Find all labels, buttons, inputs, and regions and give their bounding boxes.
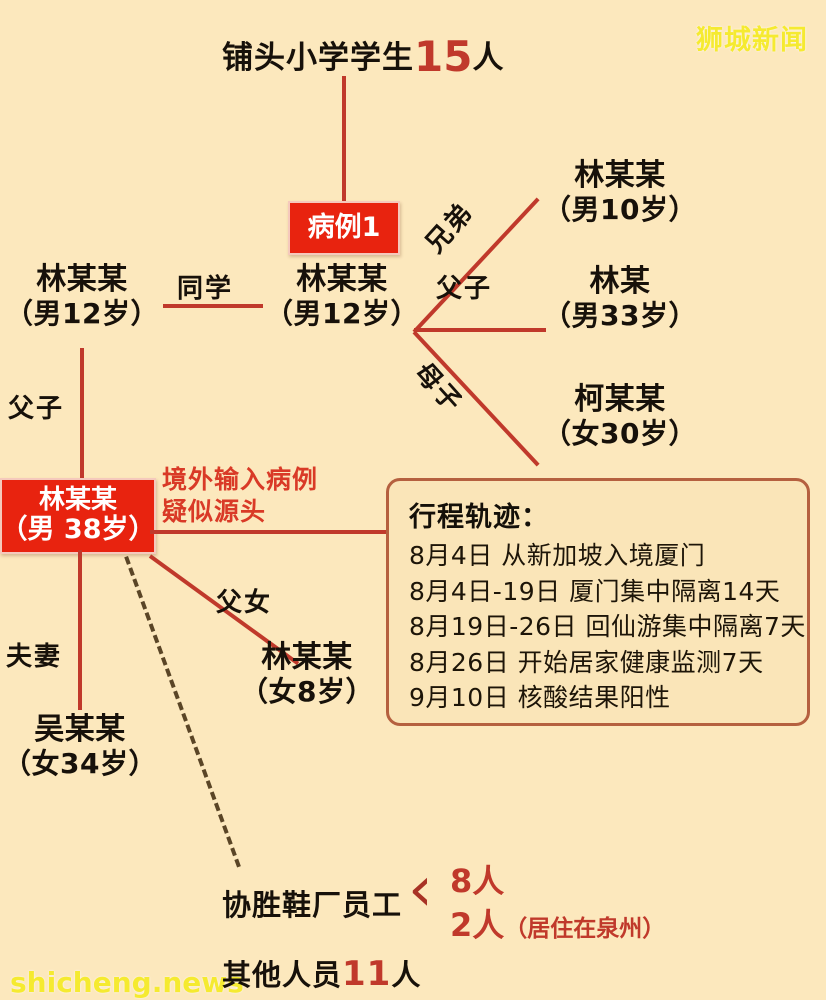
node-father: 林某 （男33岁）: [520, 264, 720, 332]
source-note-line-1: 境外输入病例: [162, 465, 319, 494]
travel-history-title: 行程轨迹：: [409, 502, 549, 533]
relation-father-son-right: 父子: [436, 274, 493, 304]
source-case-box: 林某某 （男 38岁）: [0, 478, 156, 554]
other-personnel-label: 其他人员: [222, 958, 343, 992]
factory-branch-2-note: （居住在泉州）: [504, 916, 666, 942]
node-daughter-age: （女8岁）: [240, 675, 374, 709]
connector-spouse: [78, 550, 82, 710]
node-brother-age: （男10岁）: [543, 193, 697, 227]
relation-spouse: 夫妻: [6, 642, 63, 672]
node-mother: 柯某某 （女30岁）: [520, 382, 720, 450]
relation-father-son-left: 父子: [8, 394, 65, 424]
travel-history-panel: 行程轨迹： 8月4日 从新加坡入境厦门 8月4日-19日 厦门集中隔离14天 8…: [386, 478, 810, 726]
other-personnel-count: 11: [342, 954, 392, 994]
factory-branch-2: 2人（居住在泉州）: [450, 900, 665, 946]
node-wife-name: 吴某某: [34, 712, 126, 747]
case-1-label: 病例1: [307, 211, 381, 243]
relation-father-daughter: 父女: [216, 588, 273, 618]
travel-history-row: 9月10日 核酸结果阳性: [409, 683, 671, 712]
connector-header-to-case: [342, 76, 346, 204]
node-index-student-name: 林某某: [296, 262, 388, 297]
source-note: 境外输入病例 疑似源头: [162, 464, 318, 528]
node-mother-age: （女30岁）: [543, 417, 697, 451]
connector-father-son-left: [80, 348, 84, 478]
node-brother-name: 林某某: [574, 158, 666, 193]
node-classmate-left: 林某某 （男12岁）: [2, 262, 162, 330]
node-father-name: 林某: [589, 264, 651, 299]
travel-history-row: 8月4日 从新加坡入境厦门: [409, 541, 706, 570]
travel-history-row: 8月26日 开始居家健康监测7天: [409, 647, 764, 677]
travel-history-row: 8月19日-26日 回仙游集中隔离7天: [409, 612, 806, 641]
case-1-box: 病例1: [288, 201, 400, 255]
header-label: 铺头小学学生: [222, 40, 414, 76]
travel-history-row: 8月4日-19日 厦门集中隔离14天: [409, 576, 781, 606]
node-index-student-age: （男12岁）: [265, 297, 419, 331]
source-case-age: （男 38岁）: [0, 514, 156, 546]
connector-source-to-panel: [150, 530, 388, 534]
connector-classmate: [163, 304, 263, 308]
factory-branch-1-count: 8人: [450, 862, 505, 900]
node-mother-name: 柯某某: [574, 382, 666, 417]
other-personnel: 其他人员11人: [222, 952, 421, 994]
factory-employees-label: 协胜鞋厂员工: [222, 888, 403, 922]
node-daughter-name: 林某某: [261, 640, 353, 675]
node-brother: 林某某 （男10岁）: [520, 158, 720, 226]
source-note-line-2: 疑似源头: [162, 497, 267, 526]
header-count: 15: [414, 32, 473, 81]
relation-mother-son: 母子: [408, 357, 469, 420]
connector-father-son-right: [414, 328, 546, 332]
relation-brothers: 兄弟: [419, 197, 480, 260]
node-index-student: 林某某 （男12岁）: [262, 262, 422, 330]
node-wife: 吴某某 （女34岁）: [0, 712, 160, 780]
node-classmate-left-age: （男12岁）: [5, 297, 159, 331]
header-unit: 人: [472, 40, 505, 76]
header-school-students: 铺头小学学生15人: [222, 32, 504, 81]
source-case-name: 林某某: [38, 485, 117, 516]
watermark-top-right: 狮城新闻: [696, 25, 808, 56]
branch-bracket-icon: ‹: [408, 852, 433, 925]
relation-classmate: 同学: [177, 274, 234, 304]
node-wife-age: （女34岁）: [3, 747, 157, 781]
factory-branch-2-count: 2人: [450, 906, 505, 944]
watermark-bottom-left: shicheng.news: [10, 966, 244, 999]
node-father-age: （男33岁）: [543, 299, 697, 333]
node-daughter: 林某某 （女8岁）: [222, 640, 392, 708]
node-classmate-left-name: 林某某: [36, 262, 128, 297]
other-personnel-unit: 人: [391, 958, 422, 992]
